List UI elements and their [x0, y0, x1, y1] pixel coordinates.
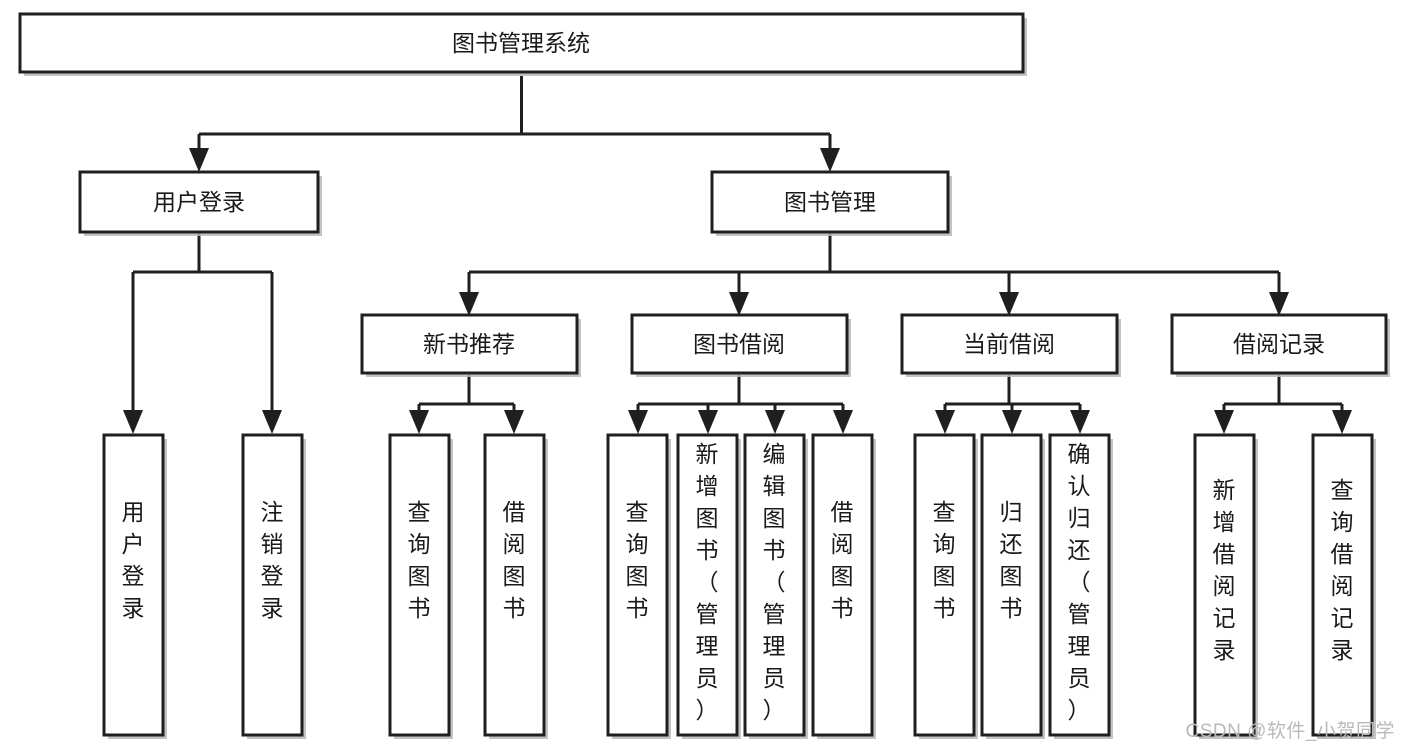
leaf-user-login-box [102, 433, 165, 737]
leaf-query-book-3[interactable]: 查询图书 [913, 433, 978, 739]
leaf-borrow-book-1[interactable]: 借阅图书 [483, 433, 548, 739]
leaf-return-book-label: 归还图书 [1000, 499, 1023, 621]
root-box [18, 12, 1025, 74]
arrow-to-new-book-recommend [459, 292, 479, 316]
leaf-query-book-2[interactable]: 查询图书 [606, 433, 671, 739]
book-manage-label: 图书管理 [784, 189, 876, 215]
leaf-add-book-box [676, 433, 739, 737]
leaf-return-book[interactable]: 归还图书 [980, 433, 1045, 739]
leaf-edit-book-label: 编辑图书（管理员） [763, 441, 786, 723]
arrow-to-book-borrow [729, 292, 749, 316]
arrow-to-user-login [189, 148, 209, 172]
leaf-confirm-return-label: 确认归还（管理员） [1068, 441, 1091, 723]
edges-layer [123, 76, 1352, 434]
leaf-query-book-1-box [388, 433, 451, 737]
arrow-to-edit-book [765, 410, 785, 434]
leaf-borrow-book-2-label: 借阅图书 [831, 499, 854, 621]
leaf-query-book-2-label: 查询图书 [626, 499, 649, 621]
arrow-to-borrow-book-1 [504, 410, 524, 434]
arrow-to-current-borrow [999, 292, 1019, 316]
leaf-add-record-label: 新增借阅记录 [1213, 477, 1236, 663]
leaf-confirm-return[interactable]: 确认归还（管理员） [1048, 433, 1113, 739]
new-book-recommend-box [360, 313, 579, 375]
leaf-query-book-2-box [606, 433, 669, 737]
arrow-to-add-record [1214, 410, 1234, 434]
current-borrow-box [900, 313, 1119, 375]
leaf-edit-book-box [743, 433, 806, 737]
leaf-edit-book[interactable]: 编辑图书（管理员） [743, 433, 808, 739]
leaf-user-login[interactable]: 用户登录 [102, 433, 167, 739]
root-label: 图书管理系统 [452, 30, 590, 56]
arrow-to-add-book [698, 410, 718, 434]
book-borrow-label: 图书借阅 [693, 331, 785, 357]
user-login-box [78, 170, 320, 234]
node-user-login[interactable]: 用户登录 [78, 170, 322, 236]
book-borrow-box [630, 313, 849, 375]
arrow-to-query-book-2 [628, 410, 648, 434]
leaf-borrow-book-1-box [483, 433, 546, 737]
borrow-record-label: 借阅记录 [1233, 331, 1325, 357]
arrow-to-book-manage [820, 148, 840, 172]
arrow-to-borrow-record [1269, 292, 1289, 316]
new-book-recommend-label: 新书推荐 [423, 331, 515, 357]
arrow-to-leaf-user-login [123, 410, 143, 434]
leaf-confirm-return-box [1048, 433, 1111, 737]
leaf-query-record-box [1311, 433, 1374, 737]
leaf-borrow-book-2-box [811, 433, 874, 737]
arrow-to-query-book-3 [935, 410, 955, 434]
leaf-user-logout[interactable]: 注销登录 [241, 433, 306, 739]
arrow-to-query-record [1332, 410, 1352, 434]
user-login-label: 用户登录 [153, 189, 245, 215]
leaf-query-record[interactable]: 查询借阅记录 [1311, 433, 1376, 739]
node-root[interactable]: 图书管理系统 [18, 12, 1027, 76]
leaf-add-book-label: 新增图书（管理员） [696, 441, 719, 723]
arrow-to-borrow-book-2 [833, 410, 853, 434]
leaf-return-book-box [980, 433, 1043, 737]
current-borrow-label: 当前借阅 [963, 331, 1055, 357]
leaf-add-book[interactable]: 新增图书（管理员） [676, 433, 741, 739]
node-book-borrow[interactable]: 图书借阅 [630, 313, 851, 377]
leaf-user-logout-box [241, 433, 304, 737]
leaf-borrow-book-2[interactable]: 借阅图书 [811, 433, 876, 739]
leaf-add-record-box [1193, 433, 1256, 737]
book-manage-box [710, 170, 950, 234]
leaf-add-record[interactable]: 新增借阅记录 [1193, 433, 1258, 739]
node-borrow-record[interactable]: 借阅记录 [1170, 313, 1390, 377]
arrow-to-confirm-return [1070, 410, 1090, 434]
borrow-record-box [1170, 313, 1388, 375]
node-book-manage[interactable]: 图书管理 [710, 170, 952, 236]
leaf-query-book-3-label: 查询图书 [933, 499, 956, 621]
leaf-user-login-label: 用户登录 [122, 499, 145, 621]
leaf-borrow-book-1-label: 借阅图书 [503, 499, 526, 621]
leaf-user-logout-label: 注销登录 [261, 499, 284, 621]
node-current-borrow[interactable]: 当前借阅 [900, 313, 1121, 377]
leaf-query-book-3-box [913, 433, 976, 737]
node-new-book-recommend[interactable]: 新书推荐 [360, 313, 581, 377]
arrow-to-query-book-1 [409, 410, 429, 434]
leaf-query-book-1-label: 查询图书 [408, 499, 431, 621]
leaf-query-book-1[interactable]: 查询图书 [388, 433, 453, 739]
leaf-query-record-label: 查询借阅记录 [1331, 477, 1354, 663]
arrow-to-return-book [1002, 410, 1022, 434]
arrow-to-leaf-user-logout [262, 410, 282, 434]
